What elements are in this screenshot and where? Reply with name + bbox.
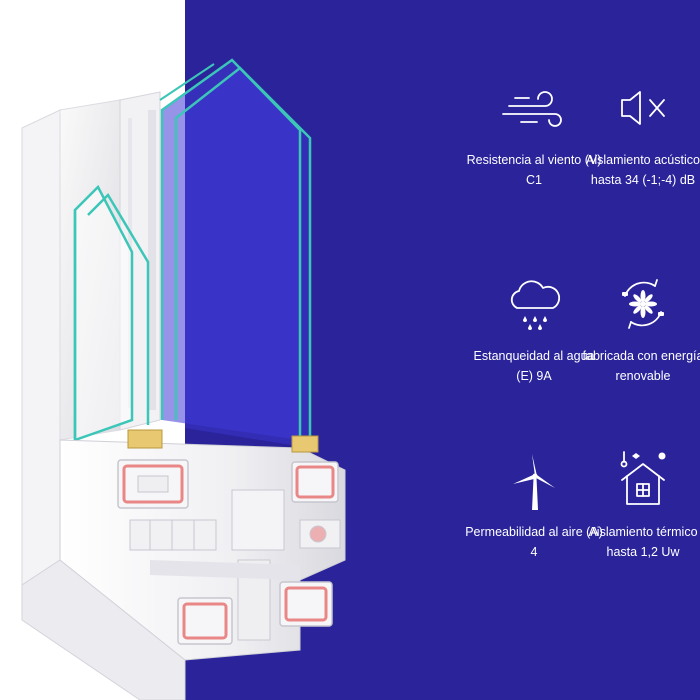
wind-turbine-icon: [513, 454, 555, 510]
feature-acoustic-insulation: Aislamiento acústico hasta 34 (-1;-4) dB: [573, 76, 700, 190]
feature-text: Resistencia al viento (V) C1: [466, 153, 602, 187]
feature-text: fabricada con energía renovable: [582, 349, 700, 383]
wind-icon: [502, 91, 562, 127]
left-glass-pane: [73, 184, 150, 442]
main-glass-unit: [159, 58, 312, 448]
feature-wind-resistance: Resistencia al viento (V) C1: [464, 76, 604, 190]
feature-air-permeability: Permeabilidad al aire (A) 4: [464, 448, 604, 562]
feature-thermal-insulation: Aislamiento térmico hasta 1,2 Uw: [573, 448, 700, 562]
rain-cloud-icon: [510, 280, 561, 330]
thermal-house-icon: [620, 451, 666, 505]
speaker-mute-icon: [621, 91, 665, 125]
feature-text: Permeabilidad al aire (A) 4: [465, 525, 603, 559]
feature-water-tightness: Estanqueidad al agua (E) 9A: [464, 272, 604, 386]
feature-text: Aislamiento acústico hasta 34 (-1;-4) dB: [586, 153, 700, 187]
renewable-energy-icon: [622, 279, 664, 329]
bottom-profile: [59, 429, 346, 661]
feature-text: Aislamiento térmico hasta 1,2 Uw: [588, 525, 698, 559]
feature-renewable-energy: fabricada con energía renovable: [573, 272, 700, 386]
feature-text: Estanqueidad al agua (E) 9A: [473, 349, 595, 383]
